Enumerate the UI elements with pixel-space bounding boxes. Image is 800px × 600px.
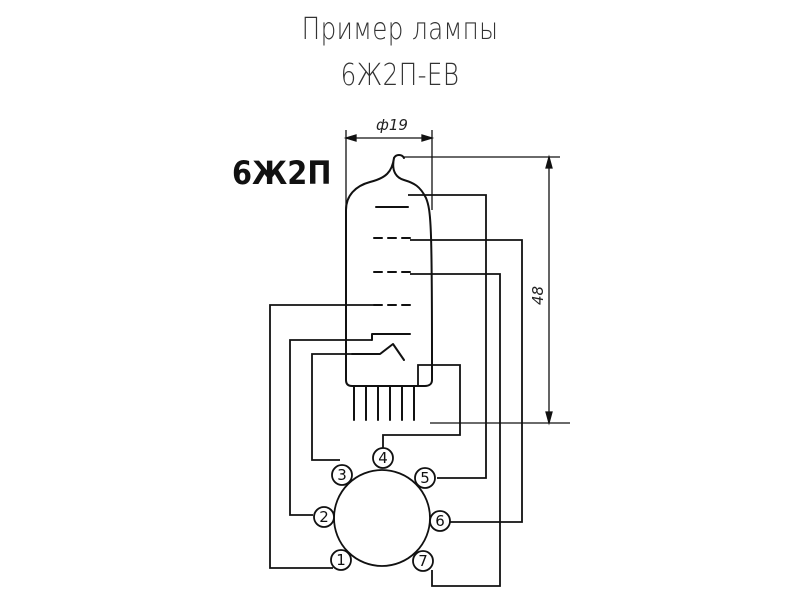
pin-label-1: 1 [336, 551, 346, 569]
wire-cathode [289, 339, 372, 516]
socket-body [333, 469, 431, 567]
wire-grid-3 [410, 239, 523, 523]
socket-pin-7 [412, 550, 434, 572]
pin-label-5: 5 [420, 469, 430, 487]
socket-pin-1 [330, 549, 352, 571]
arrow [343, 134, 357, 142]
pin-label-3: 3 [337, 466, 347, 484]
pin-label-2: 2 [319, 508, 329, 526]
tube-tip [393, 154, 405, 159]
arrow [421, 134, 435, 142]
socket-pin-4 [372, 447, 394, 469]
height-label: 48 [529, 286, 547, 305]
wire-anode [408, 194, 487, 479]
socket-pin-2 [313, 506, 335, 528]
socket-pin-5 [414, 467, 436, 489]
cathode [371, 333, 411, 341]
pin-label-4: 4 [378, 449, 388, 467]
socket-pin-3 [331, 464, 353, 486]
tube-envelope [345, 157, 433, 387]
tube-label: 6Ж2П [232, 154, 332, 192]
wire-pin-4 [382, 364, 461, 448]
pin-label-6: 6 [435, 512, 445, 530]
wire-grid-2 [410, 273, 501, 587]
wire-heater [311, 353, 352, 461]
pin-label-7: 7 [418, 552, 428, 570]
arrow [545, 411, 553, 426]
diagram-title: Пример лампы [301, 12, 499, 47]
diagram-subtitle: 6Ж2П-ЕВ [340, 58, 460, 93]
wire-grid-1 [269, 304, 374, 569]
arrow [545, 154, 553, 169]
socket-pin-6 [429, 510, 451, 532]
socket [313, 447, 451, 572]
heater [351, 343, 405, 361]
diameter-label: ф19 [376, 116, 408, 134]
